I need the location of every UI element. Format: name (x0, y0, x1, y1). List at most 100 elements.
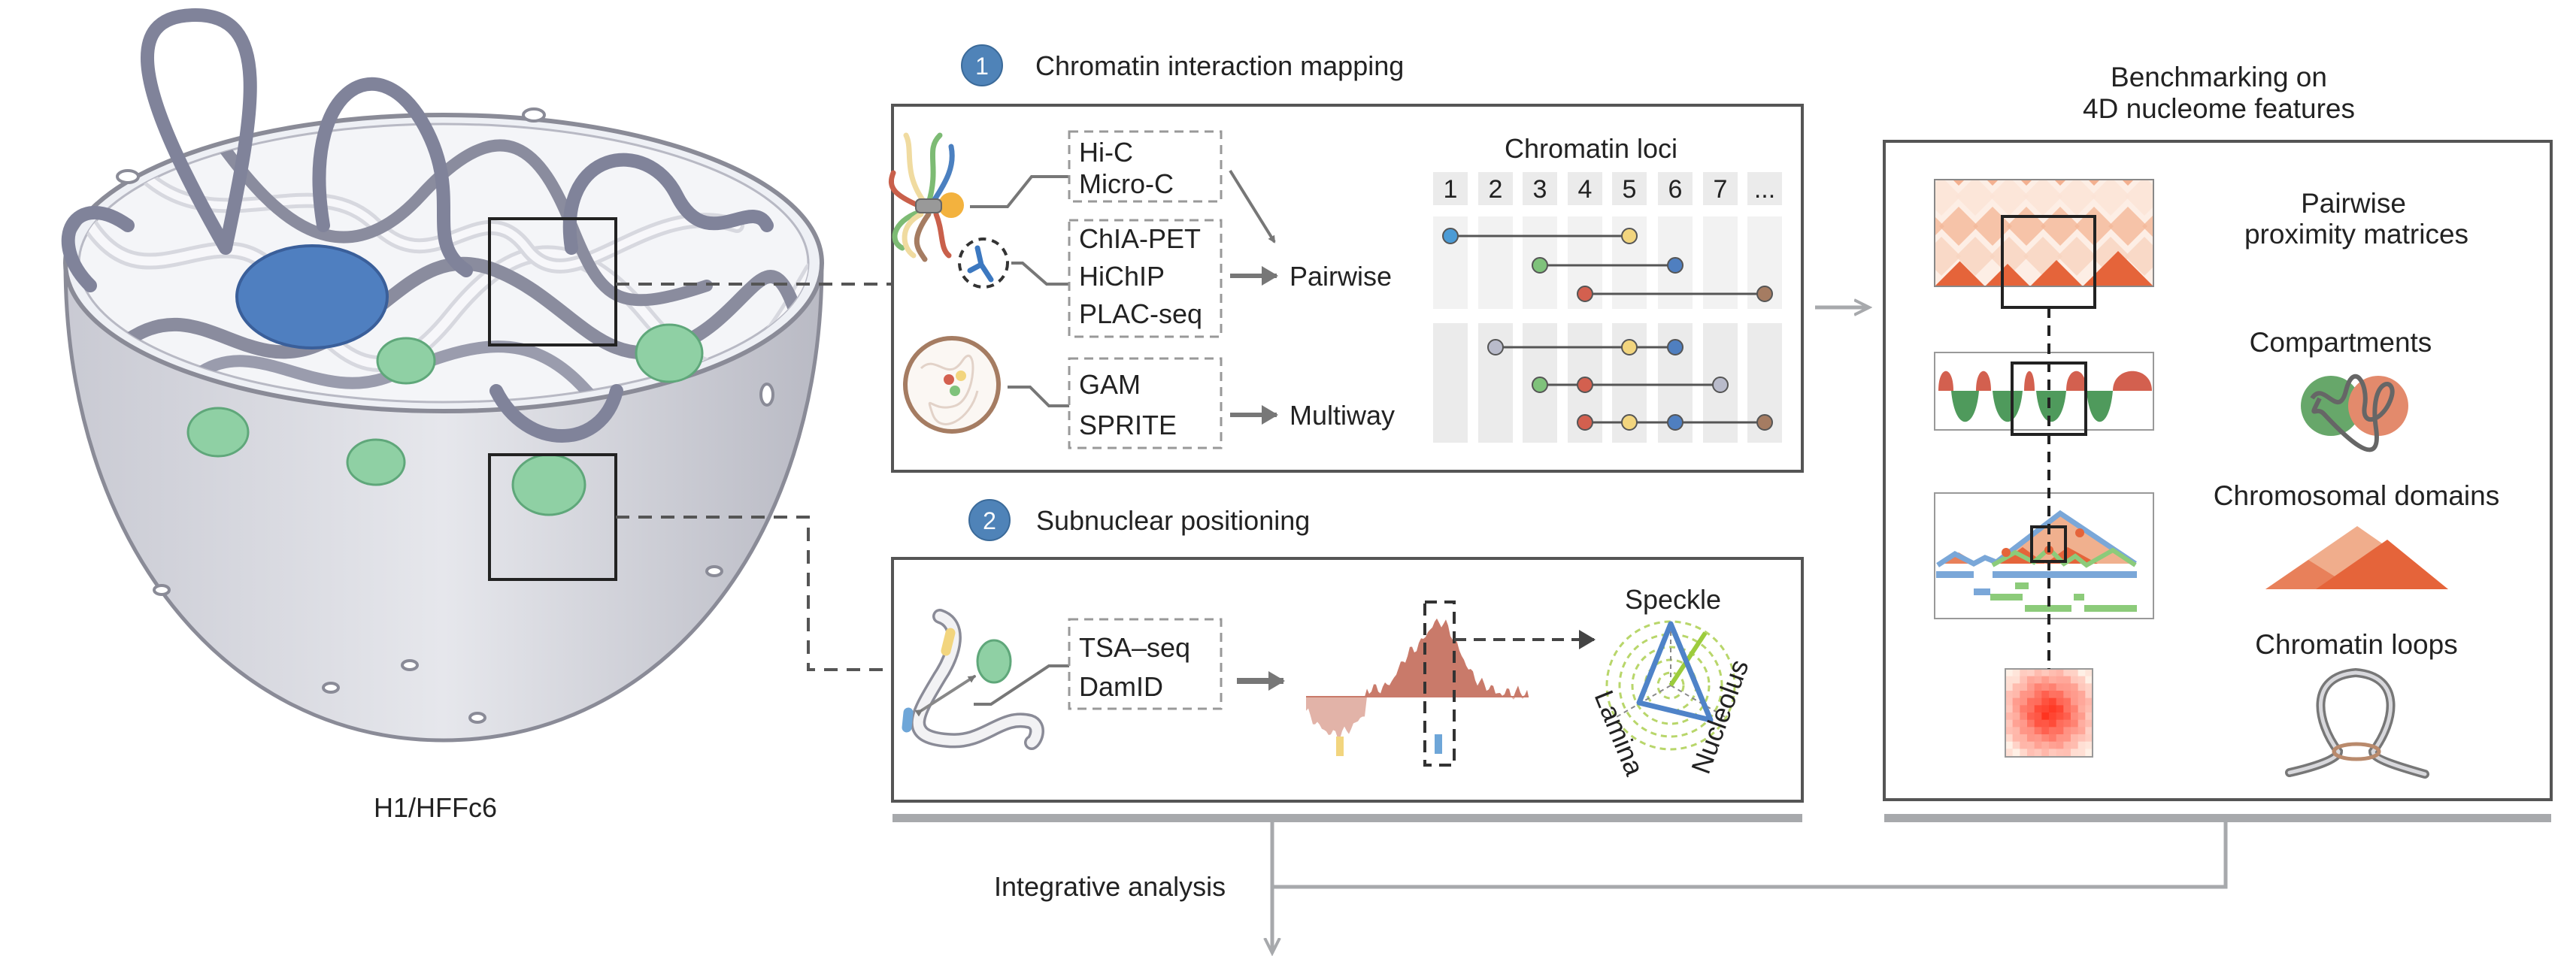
multiway-contact-locus-dot (1532, 377, 1548, 393)
compartment-b-dip (1993, 391, 2023, 422)
pileup-cell (2049, 719, 2057, 728)
connector-line (1011, 262, 1069, 286)
pileup-cell (2071, 683, 2079, 691)
loop-pileup (2005, 668, 2093, 758)
pileup-cell (2085, 683, 2093, 691)
locus-column-pairwise (1478, 216, 1513, 309)
pileup-cell (2034, 712, 2042, 721)
pileup-cell (2071, 734, 2079, 743)
matrix-cell (1987, 180, 1999, 186)
pileup-cell (2056, 727, 2064, 735)
pileup-cell (2034, 697, 2042, 706)
pileup-cell (2034, 691, 2042, 699)
pairwise-contact-locus-dot (1756, 286, 1773, 302)
pileup-cell (2056, 669, 2064, 677)
speckle-marker (1435, 734, 1442, 754)
benchmark-bracket-bar (1884, 814, 2551, 822)
locus-header-cell (1658, 172, 1693, 205)
pileup-cell (2034, 741, 2042, 749)
pileup-cell (2049, 727, 2057, 735)
pileup-cell (2005, 697, 2014, 706)
pairwise-contact-locus-dot (1532, 257, 1548, 274)
antibody-icon-ring (958, 237, 1009, 289)
pileup-cell (2077, 691, 2086, 699)
pileup-cell (2005, 691, 2014, 699)
pileup-cell (2077, 669, 2086, 677)
pileup-cell (2020, 719, 2028, 728)
locus-dot (950, 386, 960, 396)
pileup-cell (2071, 749, 2079, 757)
pileup-cell (2027, 705, 2035, 713)
compartment-a-peak (2113, 371, 2152, 391)
connector-line (974, 664, 1069, 706)
feature-chromatin-loops: Chromatin loops (2255, 629, 2457, 660)
matrix-domain-triangle (1985, 264, 2030, 286)
pileup-cell (2041, 697, 2050, 706)
locus-number: 1 (1444, 175, 1458, 204)
matrix-cell (1953, 180, 1965, 186)
connector-to-positioning-panel (616, 516, 893, 671)
pileup-cell (2020, 683, 2028, 691)
pileup-cell (2012, 691, 2020, 699)
signal-track (1306, 618, 1529, 740)
integrative-analysis-label: Integrative analysis (994, 871, 1226, 902)
matrix-domain-triangle (1935, 261, 1985, 286)
pileup-cell (2063, 712, 2071, 721)
method-box-gam (1068, 357, 1223, 449)
connector-line (1008, 386, 1069, 407)
pileup-cell (2085, 697, 2093, 706)
pileup-cell (2071, 719, 2079, 728)
pileup-cell (2005, 734, 2014, 743)
pileup-cell (2005, 741, 2014, 749)
pileup-cell (2027, 697, 2035, 706)
locus-number: 2 (1489, 175, 1503, 204)
locus-header-cell (1478, 172, 1513, 205)
pileup-cell (2085, 669, 2093, 677)
domain-triangle-icon (2265, 526, 2448, 589)
matrix-cell (2159, 177, 2198, 216)
pileup-cell (2041, 719, 2050, 728)
pileup-cell (2041, 676, 2050, 684)
pileup-cell (2027, 741, 2035, 749)
pileup-cell (2056, 719, 2064, 728)
pileup-cell (2049, 705, 2057, 713)
locus-header-cell (1703, 172, 1738, 205)
section2-panel (891, 557, 1804, 803)
pileup-cell (2012, 727, 2020, 735)
locus-number: 5 (1623, 175, 1637, 204)
step-badge-2-number: 2 (983, 507, 996, 534)
section1-title: Chromatin interaction mapping (1035, 50, 1404, 81)
locus-dot (956, 371, 966, 381)
method-chia-pet: ChIA-PET (1079, 223, 1201, 254)
chromatin-loci-title: Chromatin loci (1505, 133, 1677, 164)
matrix-cell (2054, 180, 2066, 186)
pileup-cell (2034, 727, 2042, 735)
pileup-cell (2034, 719, 2042, 728)
pileup-cell (2056, 683, 2064, 691)
matrix-cell (1956, 180, 1995, 216)
section1-panel (891, 104, 1804, 473)
matrix-cell (2057, 237, 2096, 276)
pileup-cell (2077, 719, 2086, 728)
pileup-cell (2049, 676, 2057, 684)
pileup-cell (2063, 705, 2071, 713)
pileup-cell (2020, 741, 2028, 749)
compartment-b-dip (2087, 391, 2113, 422)
pileup-cell (2056, 676, 2064, 684)
pairwise-label: Pairwise (1290, 261, 1392, 292)
pileup-cell (2012, 697, 2020, 706)
benchmark-panel (1883, 140, 2553, 801)
matrix-cell (2142, 215, 2153, 237)
locus-header-cell (1747, 172, 1782, 205)
pileup-cell (2063, 741, 2071, 749)
multiway-contact-locus-dot (1667, 414, 1683, 431)
pileup-cell (2077, 741, 2086, 749)
pileup-cell (2005, 705, 2014, 713)
matrix-cell (2091, 180, 2130, 216)
contact-matrix (1934, 177, 2198, 287)
speckle-blobs (186, 323, 704, 516)
matrix-cell (2088, 180, 2100, 186)
pileup-cell (2049, 741, 2057, 749)
pileup-cell (2063, 669, 2071, 677)
locus-number: 7 (1714, 175, 1728, 204)
